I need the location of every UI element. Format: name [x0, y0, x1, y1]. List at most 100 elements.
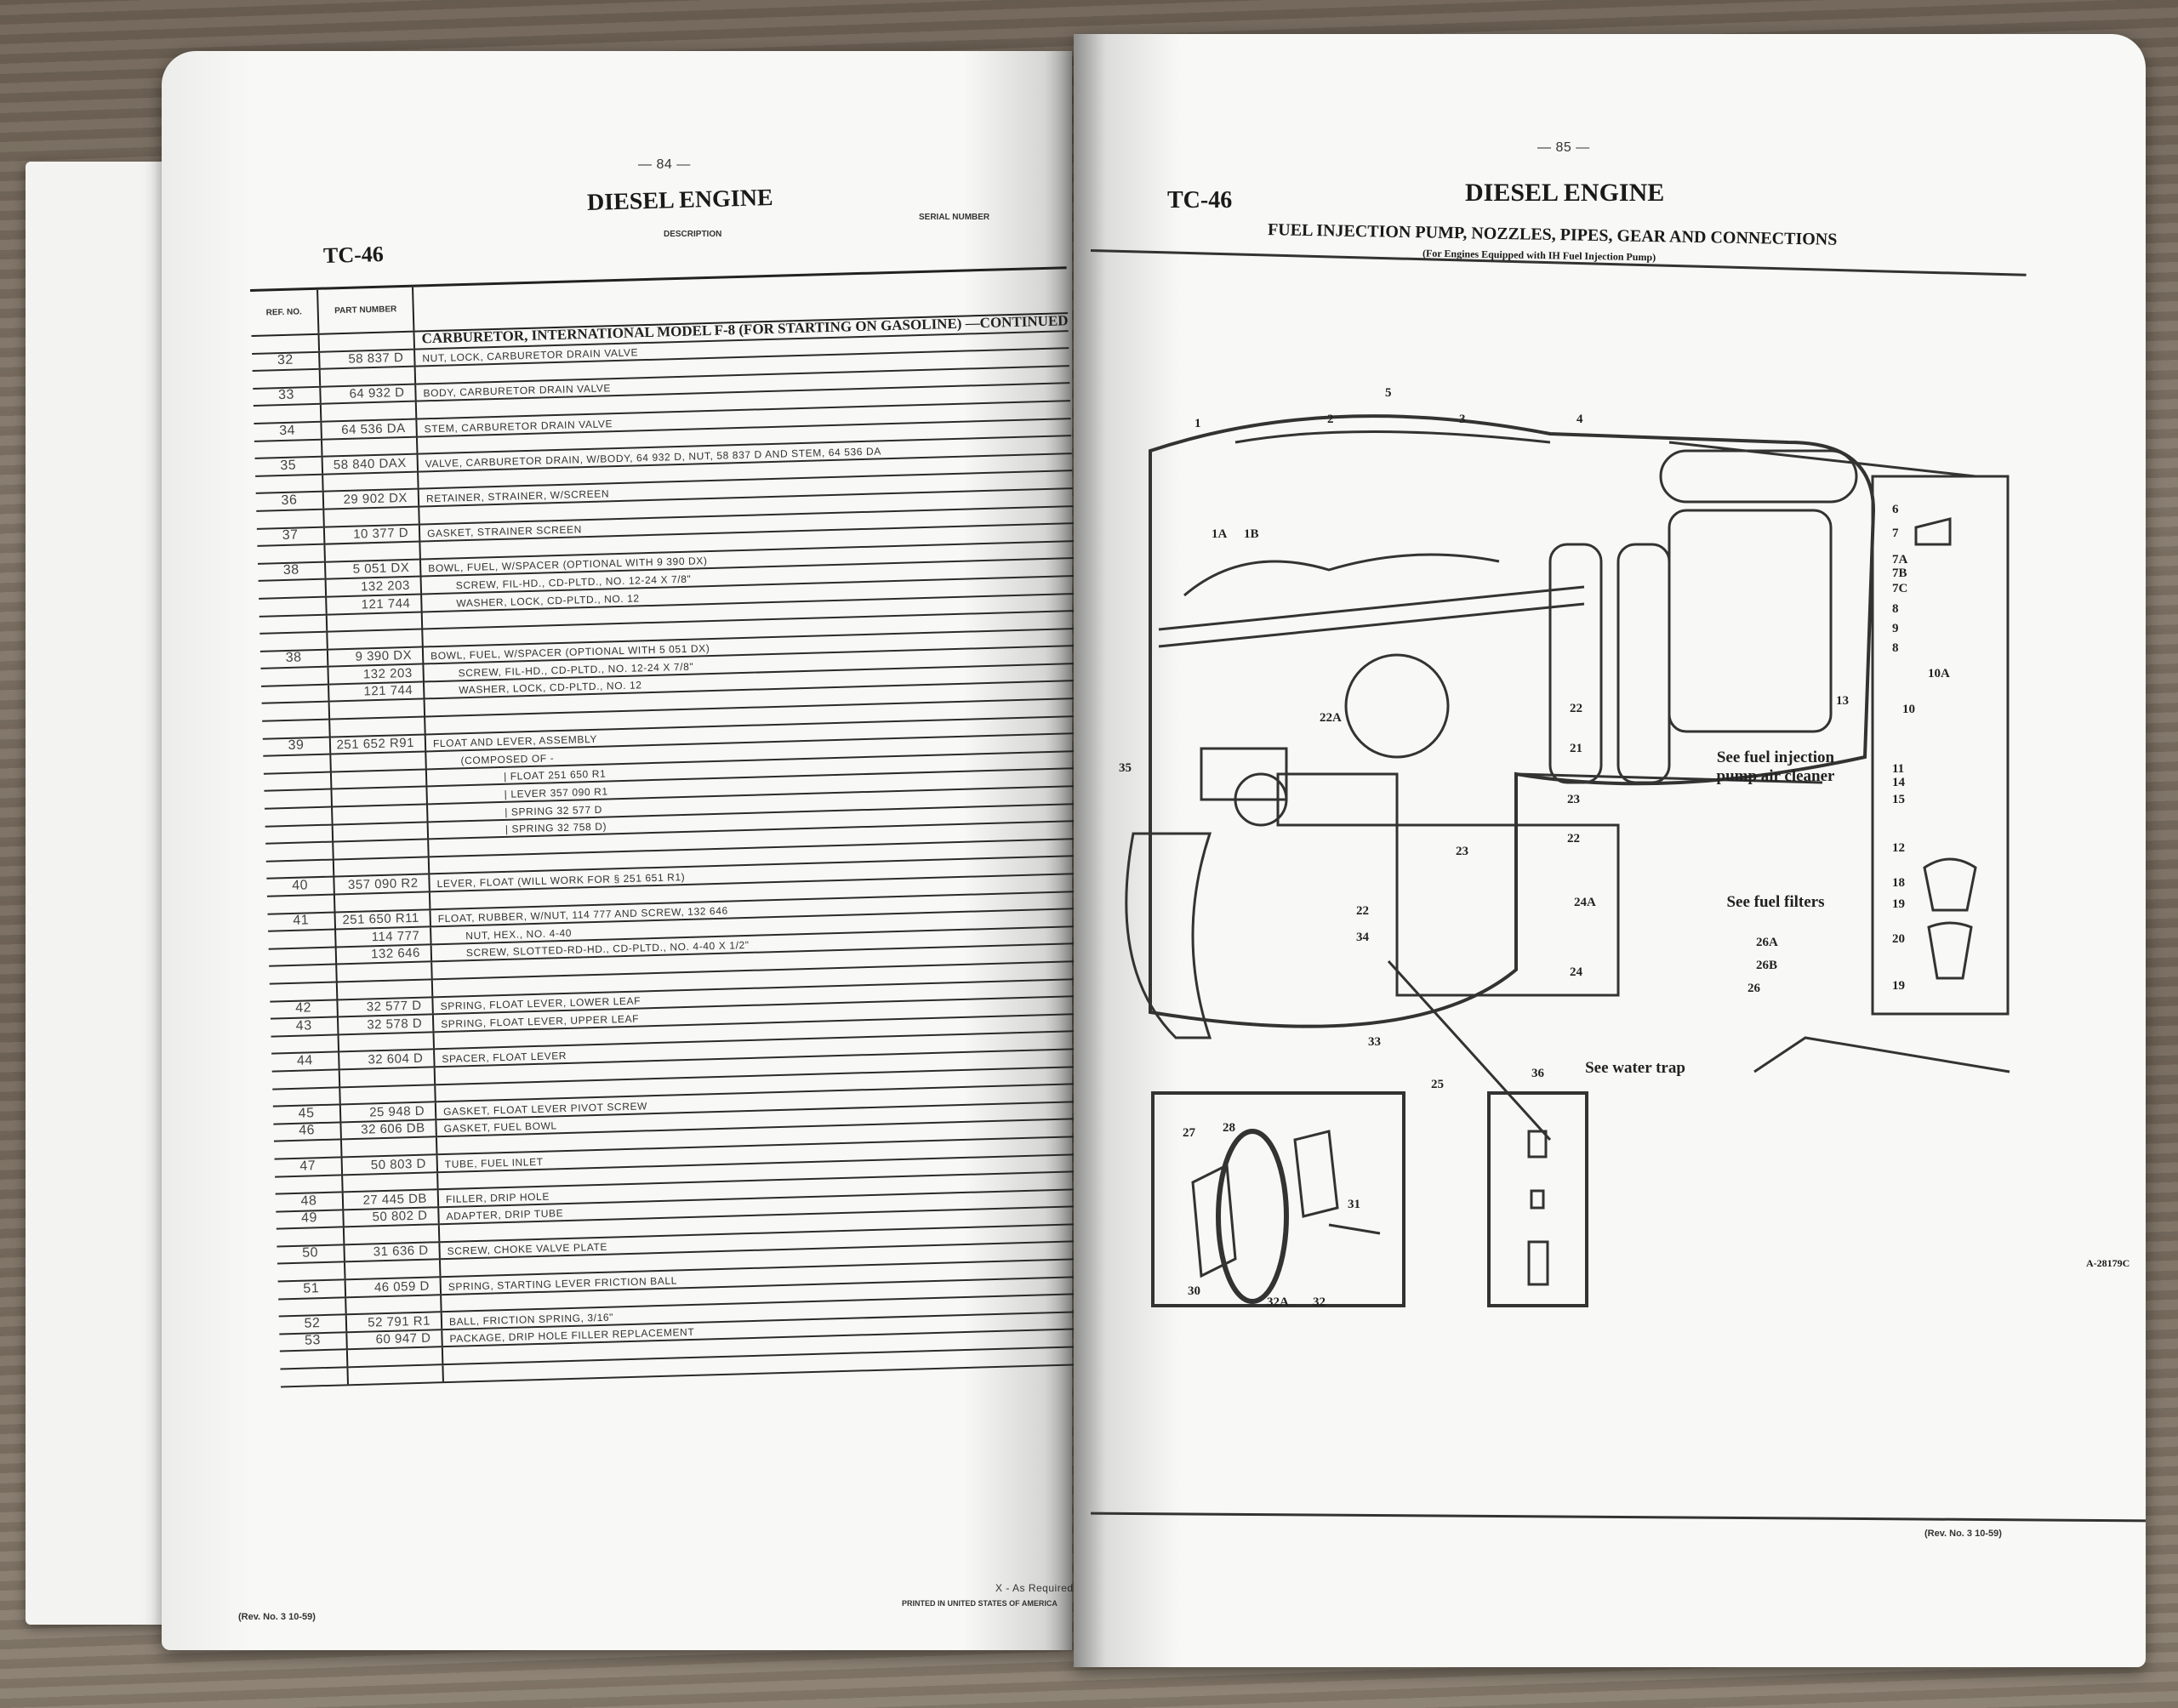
ref-number: 42: [270, 1000, 339, 1018]
ref-number: 38: [258, 562, 327, 581]
part-number: [325, 542, 421, 561]
ref-number: [252, 369, 322, 388]
diagram-callout: 22: [1356, 904, 1369, 918]
part-number: 121 744: [327, 595, 423, 614]
ref-number: [264, 789, 334, 808]
detail-callout: 30: [1188, 1284, 1200, 1298]
inset-callout: 15: [1892, 793, 1905, 806]
part-number: [327, 612, 424, 631]
part-number: [332, 787, 428, 806]
part-number: 46 059 D: [345, 1278, 442, 1296]
part-number: [340, 1085, 436, 1104]
detail-callout: 32A: [1267, 1295, 1289, 1309]
ref-number: [261, 703, 331, 720]
inset-callout: 7B: [1892, 566, 1907, 580]
ref-number: 51: [277, 1280, 347, 1299]
part-number: 64 932 D: [321, 384, 417, 404]
part-number: 132 203: [328, 664, 425, 684]
part-number: 58 837 D: [320, 350, 416, 368]
ref-number: [266, 895, 336, 914]
serial-number-header: SERIAL NUMBER: [919, 213, 990, 222]
part-number: 5 051 DX: [326, 560, 422, 578]
part-number: [337, 980, 434, 999]
part-number: 114 777: [336, 927, 432, 947]
part-number: 9 390 DX: [328, 647, 425, 666]
part-number: [339, 1068, 436, 1086]
part-number: [334, 840, 430, 859]
ref-number: [280, 1368, 349, 1386]
ref-number: 38: [259, 650, 329, 669]
part-number: [334, 857, 430, 876]
ref-number: 32: [252, 352, 321, 371]
part-number: [323, 472, 419, 492]
ref-number: [268, 930, 337, 948]
ref-number: [262, 720, 331, 738]
diagram-callout: 22: [1570, 702, 1582, 715]
part-number: 29 902 DX: [323, 489, 420, 509]
part-number: [347, 1347, 444, 1367]
inset-callout: 10A: [1928, 667, 1950, 680]
footer-revision: (Rev. No. 3 10-59): [238, 1612, 316, 1622]
diagram-callout: 23: [1567, 793, 1580, 806]
ref-number: [259, 615, 328, 633]
part-number: 25 948 D: [340, 1102, 437, 1122]
ref-number: [259, 597, 328, 616]
part-number: [343, 1172, 439, 1192]
part-number: [339, 1033, 436, 1051]
ref-number: [265, 807, 334, 826]
ref-number: [259, 632, 328, 651]
model-label: TC-46: [1167, 187, 1233, 214]
ref-number: [276, 1227, 345, 1246]
part-number: 32 606 DB: [341, 1119, 437, 1139]
part-number: [346, 1295, 442, 1314]
part-number: 60 947 D: [347, 1330, 443, 1349]
diagram-callout: 26B: [1756, 959, 1778, 972]
diagram-callout: 1B: [1244, 527, 1259, 541]
part-number: [330, 717, 426, 737]
part-number: 50 803 D: [342, 1155, 439, 1174]
ref-number: [271, 1035, 340, 1053]
diagram-callout: 23: [1456, 845, 1468, 858]
part-number: [320, 367, 417, 386]
ref-number: 52: [278, 1315, 348, 1334]
ref-number: 37: [256, 527, 326, 546]
ref-number: 53: [279, 1333, 348, 1351]
ref-number: [263, 754, 332, 773]
ref-number: 49: [276, 1210, 345, 1228]
ref-number: 34: [254, 422, 322, 441]
inset-callout: 11: [1892, 762, 1905, 776]
section-title: DIESEL ENGINE: [1465, 179, 1665, 207]
part-number: [322, 437, 419, 456]
detail-callout: 27: [1183, 1126, 1195, 1140]
ref-number: [269, 982, 339, 1001]
diagram-callout: 4: [1576, 413, 1583, 426]
note-fuel-filters: See fuel filters: [1726, 893, 1825, 911]
ref-number: 48: [275, 1193, 345, 1211]
inset-callout: 19: [1892, 897, 1905, 911]
part-number: [321, 401, 418, 421]
ref-number: [265, 860, 335, 879]
ref-number: [261, 685, 330, 703]
col-ref-header: REF. NO.: [250, 289, 320, 335]
part-number: 251 650 R11: [335, 909, 431, 929]
ref-number: [265, 825, 334, 843]
inset-callout: 13: [1836, 694, 1849, 708]
ref-number: 44: [271, 1052, 340, 1071]
ref-number: [256, 510, 325, 528]
note-air-cleaner: See fuel injection pump air cleaner: [1716, 749, 1835, 785]
inset-callout: 12: [1892, 841, 1905, 855]
diagram-callout: 33: [1368, 1035, 1381, 1049]
inset-callout: 19: [1892, 979, 1905, 993]
part-number: 32 604 D: [339, 1050, 436, 1069]
footer-note: X - As Required: [995, 1582, 1074, 1594]
part-number: [333, 823, 430, 841]
ref-number: [278, 1297, 347, 1316]
diagram-callout: 26A: [1756, 936, 1778, 949]
inset-callout: 7C: [1892, 582, 1908, 595]
part-number: [341, 1137, 438, 1157]
ref-number: [272, 1087, 341, 1106]
figure-id: A-28179C: [2086, 1257, 2130, 1269]
part-number: [345, 1260, 442, 1279]
footer-printed: PRINTED IN UNITED STATES OF AMERICA: [902, 1599, 1058, 1608]
ref-number: 45: [272, 1105, 342, 1124]
